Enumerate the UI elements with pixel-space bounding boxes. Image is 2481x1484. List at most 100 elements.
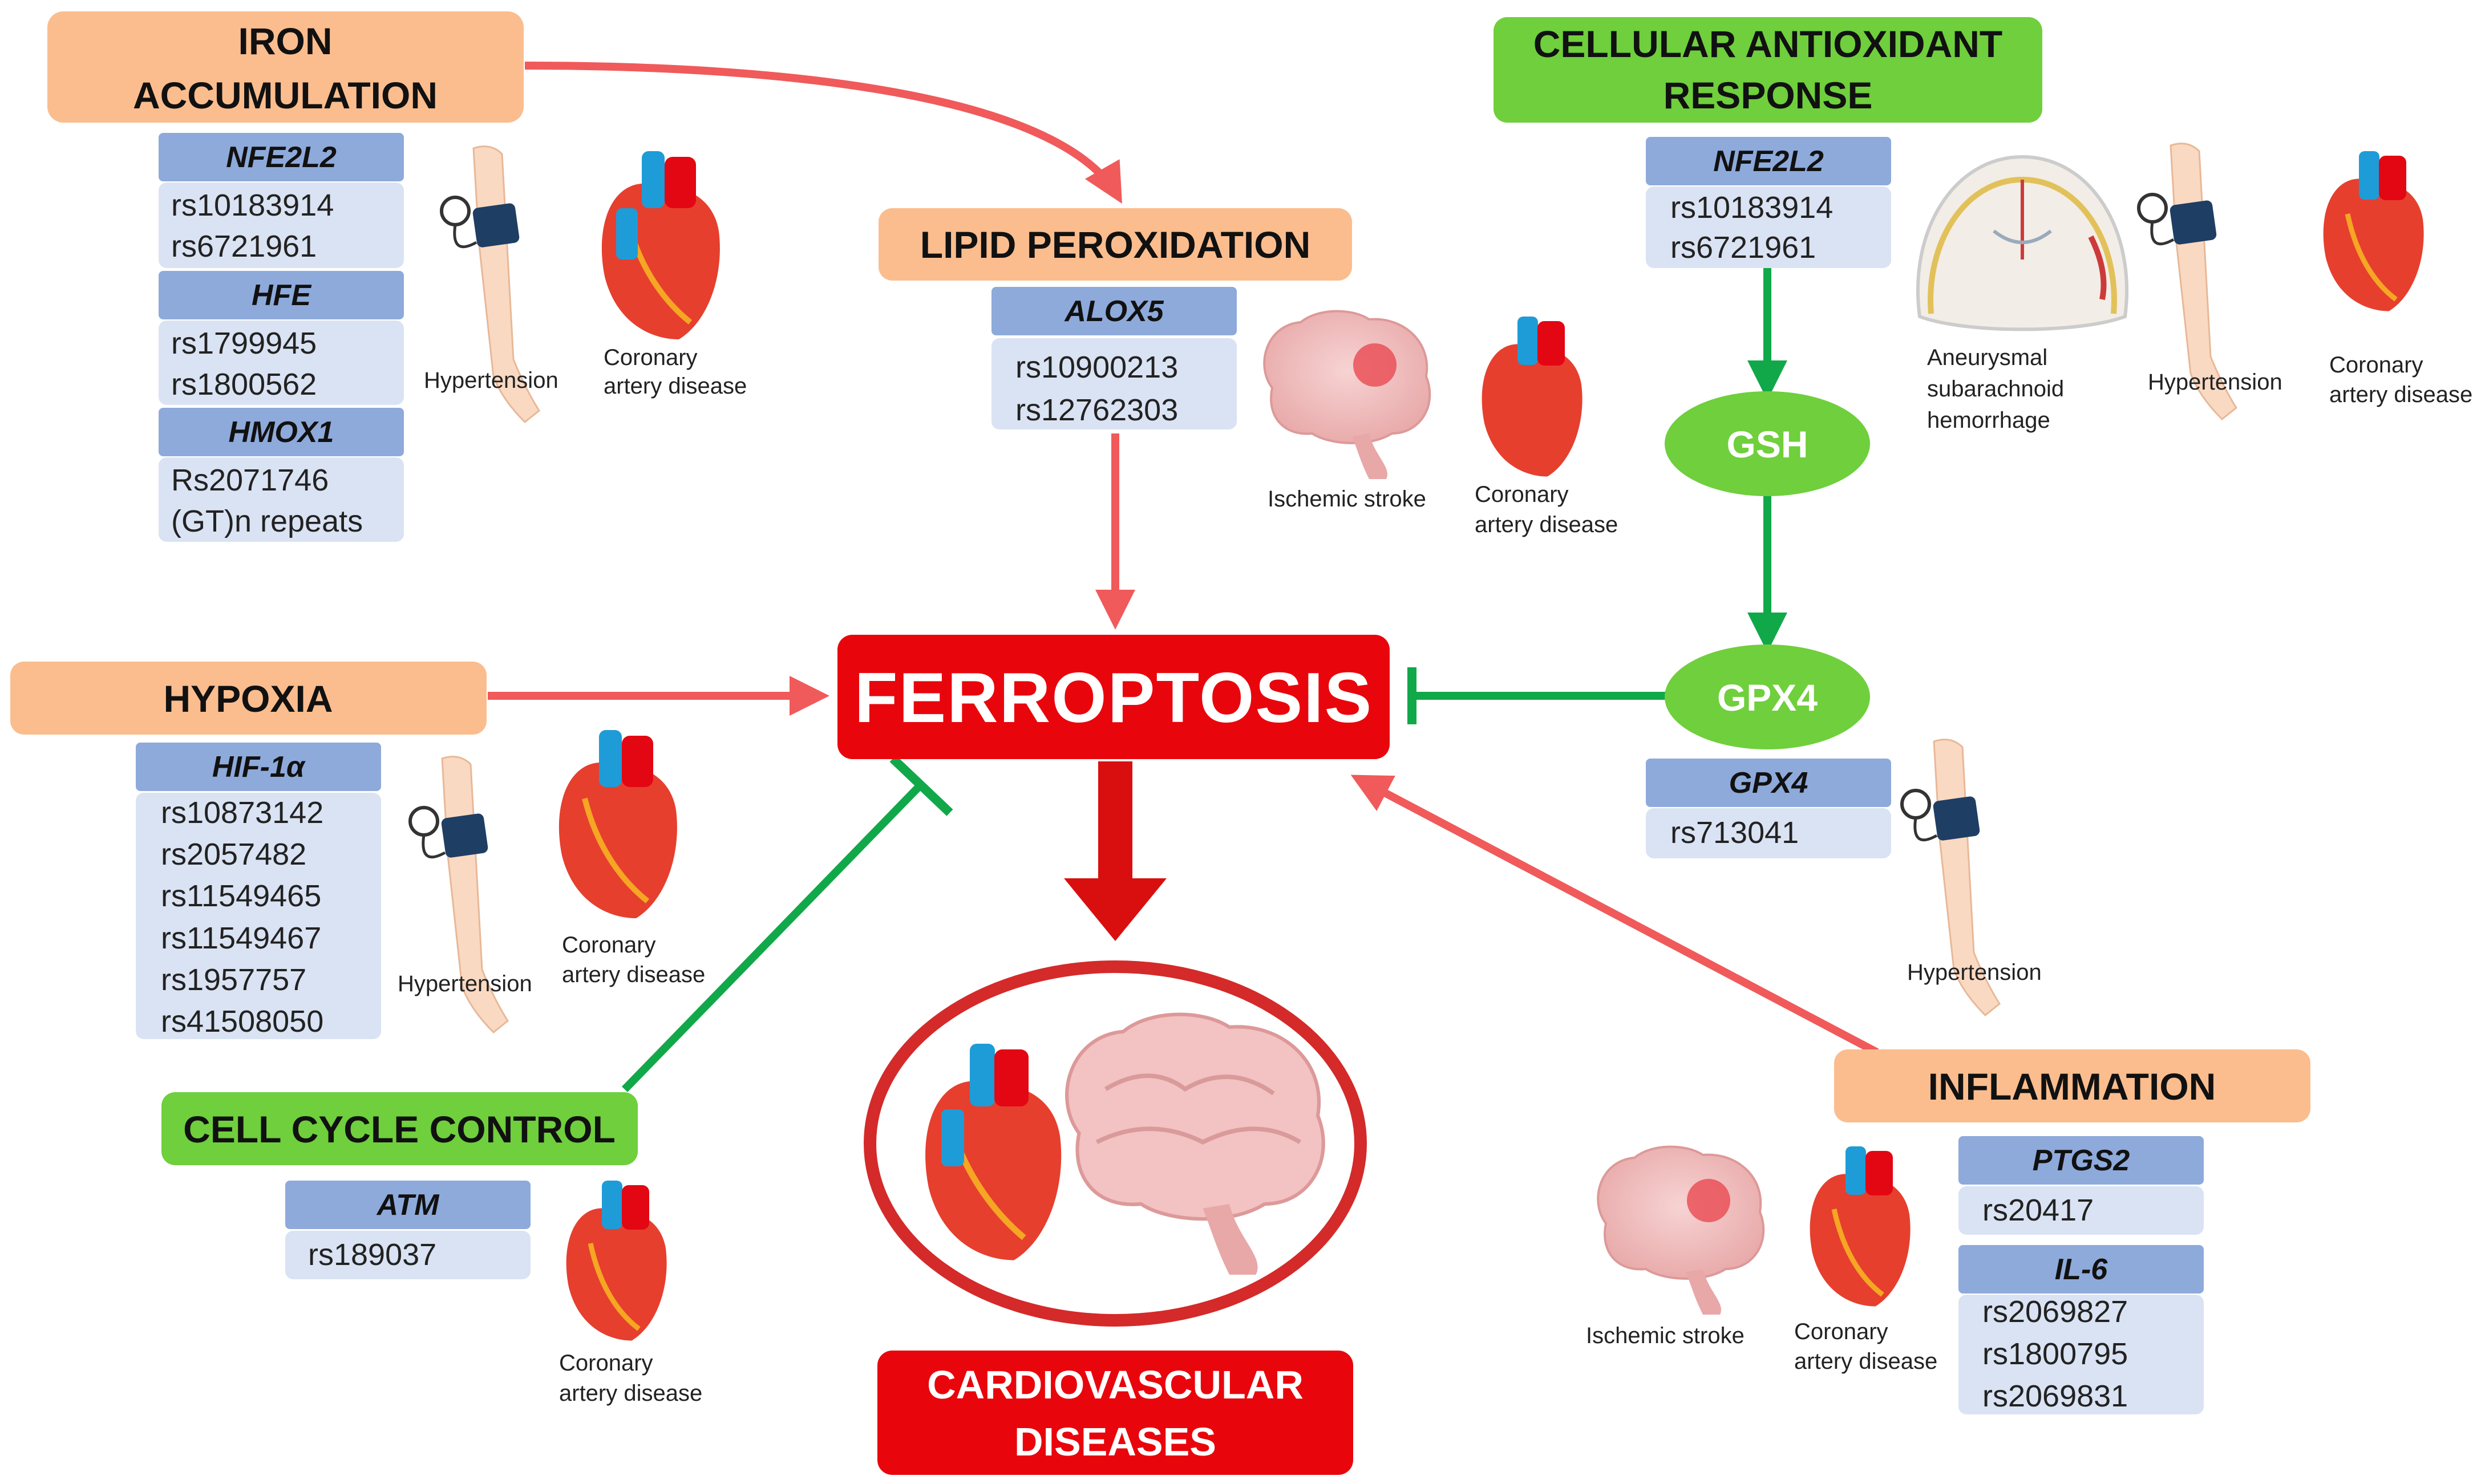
heart-icon: [925, 1044, 1062, 1260]
disease-label: Hypertension: [2148, 370, 2282, 395]
factor-cellular-antioxidant-response: CELLULAR ANTIOXIDANT RESPONSE NFE2L2 rs1…: [1494, 17, 2472, 433]
disease-label: Ischemic stroke: [1586, 1323, 1745, 1348]
factor-hypoxia: HYPOXIA HIF-1α rs10873142 rs2057482 rs11…: [10, 662, 705, 1039]
ferroptosis-box: FERROPTOSIS: [837, 635, 1390, 759]
cellcycle-title: CELL CYCLE CONTROL: [183, 1108, 616, 1150]
cvd-title-line1: CARDIOVASCULAR: [927, 1363, 1304, 1407]
snp-label: Rs2071746: [171, 463, 329, 497]
snp-label: rs41508050: [161, 1004, 323, 1039]
snp-label: rs2069827: [1982, 1295, 2128, 1329]
disease-label: Coronary: [604, 345, 698, 370]
inhibit-cellcycle-to-ferroptosis: [621, 781, 925, 1092]
heart-icon: [566, 1181, 667, 1341]
disease-label: Ischemic stroke: [1268, 486, 1426, 512]
gene-label: GPX4: [1729, 767, 1808, 800]
disease-label: artery disease: [559, 1381, 702, 1406]
snp-label: rs20417: [1982, 1193, 2094, 1227]
hypoxia-title: HYPOXIA: [163, 678, 333, 720]
gpx4-label: GPX4: [1717, 676, 1818, 719]
snp-label: rs713041: [1670, 816, 1799, 850]
cardiovascular-outcome-circle: [864, 960, 1367, 1327]
heart-icon: [1482, 317, 1583, 477]
brain-icon: [1263, 310, 1431, 479]
disease-label: Coronary: [1794, 1319, 1888, 1344]
arrow-iron-to-lipid: [524, 62, 1122, 204]
gene-label: HMOX1: [229, 416, 334, 449]
snp-label: rs10183914: [171, 188, 334, 222]
factor-inflammation: INFLAMMATION PTGS2 rs20417 IL-6 rs206982…: [1586, 1049, 2310, 1414]
hypertension-icon: [2137, 143, 2237, 421]
disease-label: artery disease: [2329, 382, 2472, 407]
gene-label: NFE2L2: [226, 141, 337, 174]
disease-label: Coronary: [1475, 482, 1569, 507]
disease-label: Hypertension: [424, 368, 558, 393]
lipid-title: LIPID PEROXIDATION: [920, 224, 1311, 266]
connectors: [488, 62, 1879, 1092]
disease-label: Coronary: [559, 1351, 653, 1376]
disease-label: subarachnoid: [1927, 376, 2064, 402]
gene-label: IL-6: [2055, 1253, 2108, 1286]
snp-label: rs12762303: [1015, 393, 1178, 427]
disease-label: artery disease: [562, 962, 705, 987]
gene-label: ALOX5: [1063, 295, 1164, 328]
brain-hemorrhage-icon: [1916, 155, 2129, 331]
ferroptosis-title: FERROPTOSIS: [855, 659, 1373, 737]
snp-label: rs1957757: [161, 963, 306, 997]
snp-label: rs11549465: [161, 879, 321, 913]
snp-label: rs6721961: [1670, 230, 1816, 265]
disease-label: Coronary: [562, 932, 656, 958]
snp-label: rs6721961: [171, 229, 317, 263]
gsh-label: GSH: [1726, 423, 1808, 465]
snp-label: (GT)n repeats: [171, 504, 363, 538]
snp-label: rs1800795: [1982, 1337, 2128, 1371]
disease-label: Hypertension: [398, 971, 532, 996]
antioxidant-title-line1: CELLULAR ANTIOXIDANT: [1533, 23, 2003, 65]
cvd-title-line2: DISEASES: [1014, 1420, 1216, 1464]
snp-label: rs10900213: [1015, 350, 1178, 384]
arrow-inflammation-to-ferroptosis: [1350, 775, 1879, 1056]
iron-title-line1: IRON: [238, 20, 333, 62]
gsh-node: GSH: [1665, 391, 1870, 496]
brain-icon: [1065, 1012, 1325, 1275]
snp-label: rs1800562: [171, 367, 317, 402]
heart-icon: [558, 730, 677, 918]
snp-label: rs10873142: [161, 796, 323, 830]
gene-label: HFE: [252, 279, 311, 312]
snp-label: rs1799945: [171, 326, 317, 360]
heart-icon: [2323, 151, 2424, 311]
inflammation-title: INFLAMMATION: [1928, 1065, 2216, 1108]
cardiovascular-diseases-box: CARDIOVASCULAR DISEASES: [877, 1351, 1353, 1475]
gene-label: PTGS2: [2033, 1144, 2130, 1177]
gene-label: NFE2L2: [1713, 145, 1824, 178]
disease-label: Hypertension: [1907, 960, 2042, 985]
brain-icon: [1597, 1145, 1765, 1315]
heart-icon: [601, 151, 720, 339]
gpx4-node: GPX4: [1665, 644, 1870, 749]
disease-label: Aneurysmal: [1927, 345, 2047, 370]
gene-label: ATM: [376, 1189, 440, 1222]
disease-label: Coronary: [2329, 352, 2423, 378]
iron-title-line2: ACCUMULATION: [133, 74, 438, 116]
factor-iron-accumulation: IRON ACCUMULATION NFE2L2 rs10183914 rs67…: [47, 11, 747, 542]
gene-label: HIF-1α: [212, 751, 306, 784]
factor-cell-cycle-control: CELL CYCLE CONTROL ATM rs189037 Coronary…: [161, 1092, 702, 1406]
inhibit-cellcycle-bar: [889, 755, 953, 816]
disease-label: artery disease: [604, 374, 747, 399]
snp-label: rs11549467: [161, 921, 321, 955]
snp-label: rs2069831: [1982, 1379, 2128, 1413]
hypertension-icon: [440, 145, 540, 424]
snp-label: rs10183914: [1670, 190, 1833, 225]
disease-label: hemorrhage: [1927, 408, 2050, 433]
factor-gpx4-genetics: GPX4 rs713041 Hypertension: [1646, 739, 2042, 1017]
hypertension-icon: [1900, 739, 2001, 1017]
disease-label: artery disease: [1794, 1349, 1937, 1374]
snp-label: rs189037: [308, 1238, 436, 1272]
snp-label: rs2057482: [161, 837, 306, 871]
disease-label: artery disease: [1475, 512, 1618, 537]
antioxidant-title-line2: RESPONSE: [1664, 74, 1873, 116]
hypertension-icon: [408, 756, 509, 1034]
arrow-ferroptosis-to-cvd: [1064, 761, 1167, 941]
heart-icon: [1810, 1146, 1911, 1307]
factor-lipid-peroxidation: LIPID PEROXIDATION ALOX5 rs10900213 rs12…: [879, 208, 1618, 537]
